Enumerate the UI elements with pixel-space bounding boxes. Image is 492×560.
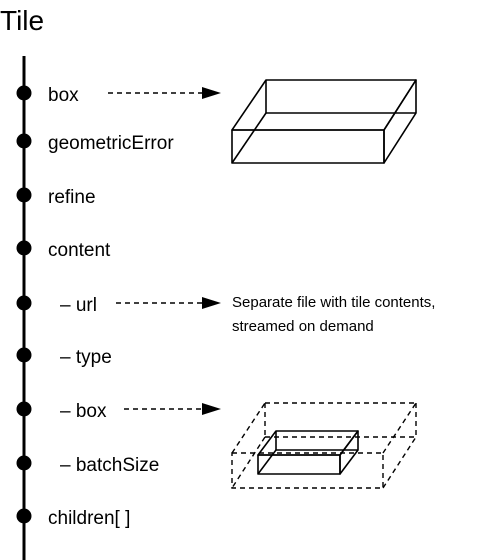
url-note-line-1: Separate file with tile contents,	[232, 294, 435, 311]
bullet-dot	[16, 347, 32, 363]
property-row-url: – url	[16, 295, 97, 316]
property-label-url: – url	[60, 295, 97, 316]
property-label-geometric-error: geometricError	[48, 133, 174, 154]
property-row-batch-size: – batchSize	[16, 455, 159, 476]
property-row-content-box: – box	[16, 401, 107, 422]
diagram-title: Tile	[0, 5, 44, 36]
bullet-dot	[16, 240, 32, 256]
property-row-type: – type	[16, 347, 112, 368]
inner-content-box-icon	[257, 430, 359, 475]
property-label-type: – type	[60, 347, 112, 368]
url-note-line-2: streamed on demand	[232, 318, 374, 335]
bullet-dot	[16, 295, 32, 311]
property-row-box: box	[16, 85, 79, 106]
url-arrow	[116, 297, 221, 309]
tile-bounding-box-icon	[231, 79, 417, 164]
property-label-box: box	[48, 85, 79, 106]
property-label-children: children[ ]	[48, 508, 130, 529]
property-row-content: content	[16, 240, 111, 261]
bullet-dot	[16, 508, 32, 524]
bullet-dot	[16, 455, 32, 471]
box-arrow	[108, 87, 221, 99]
property-label-content-box: – box	[60, 401, 107, 422]
bullet-dot	[16, 133, 32, 149]
content-box-arrow	[124, 403, 221, 415]
arrow-head-icon	[202, 297, 221, 309]
bullet-dot	[16, 85, 32, 101]
bullet-dot	[16, 401, 32, 417]
property-label-refine: refine	[48, 187, 96, 208]
arrow-head-icon	[202, 87, 221, 99]
property-row-children: children[ ]	[16, 508, 130, 529]
property-label-batch-size: – batchSize	[60, 455, 159, 476]
property-row-refine: refine	[16, 187, 96, 208]
property-label-content: content	[48, 240, 111, 261]
bullet-dot	[16, 187, 32, 203]
property-row-geometric-error: geometricError	[16, 133, 174, 154]
arrow-head-icon	[202, 403, 221, 415]
outer-dashed-box-icon	[231, 402, 417, 489]
